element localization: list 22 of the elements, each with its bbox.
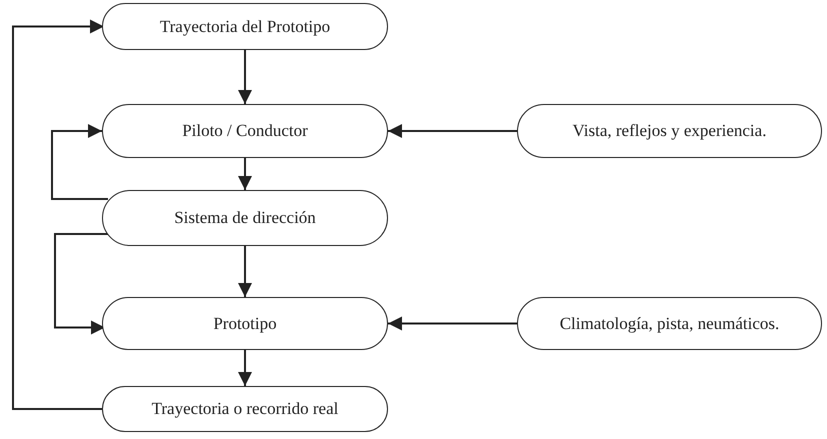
box-label: Vista, reflejos y experiencia. (572, 121, 766, 141)
box-label: Climatología, pista, neumáticos. (560, 314, 780, 334)
rounded-box (102, 3, 388, 50)
arrow (54, 233, 108, 334)
arrow (12, 20, 104, 410)
arrow (238, 158, 252, 190)
arrow (388, 124, 517, 138)
rounded-box (102, 104, 388, 158)
rounded-box (517, 297, 822, 350)
rounded-box (102, 297, 388, 350)
box-label: Prototipo (213, 314, 277, 334)
box-label: Trayectoria del Prototipo (160, 16, 330, 36)
arrow (238, 350, 252, 386)
box-label: Trayectoria o recorrido real (152, 399, 338, 419)
arrow (238, 50, 252, 104)
box-label: Piloto / Conductor (182, 121, 308, 141)
arrow (51, 124, 108, 200)
arrow (238, 246, 252, 297)
rounded-box (102, 386, 388, 432)
rounded-box (517, 104, 822, 158)
box-label: Sistema de dirección (174, 208, 316, 228)
arrow (388, 316, 517, 330)
